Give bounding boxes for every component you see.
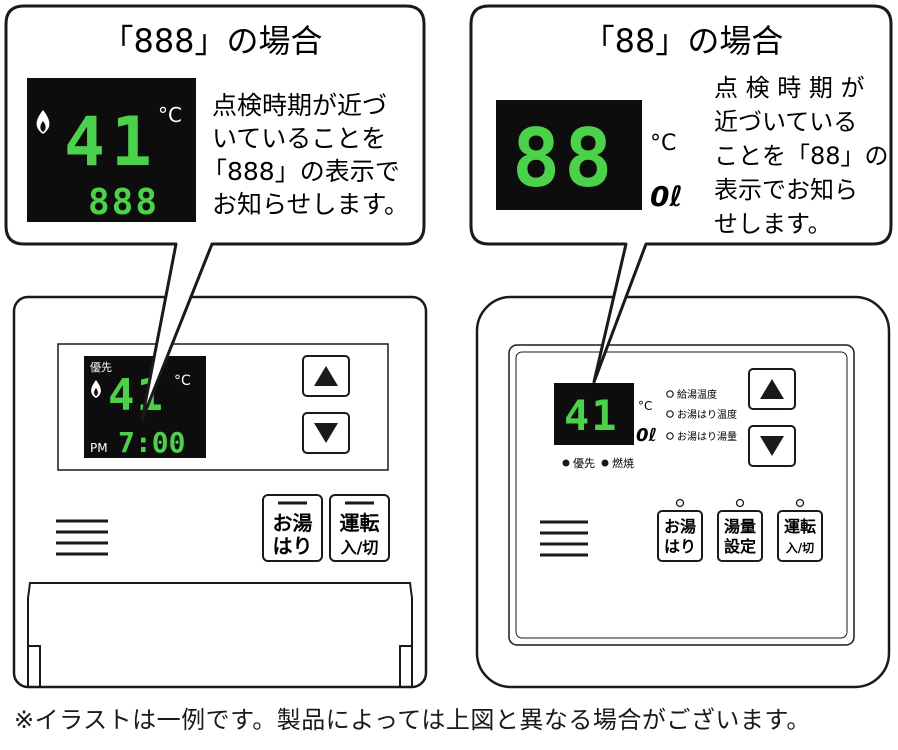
left-callout-line-1: 点検時期が近づ [212,91,387,120]
right-volume-label-1: 湯量 [724,517,756,536]
status-dot [601,459,609,467]
right-remote: 41 °C 0ℓ 給湯温度 お湯はり温度 お湯はり湯量 優先 燃焼 [475,295,891,689]
right-callout-lcd [496,100,642,210]
right-volume-label-2: 設定 [724,537,756,556]
left-callout-flame-icon [36,110,50,134]
right-callout-line-5: せします。 [714,210,832,238]
status-priority: 優先 [573,457,595,470]
right-ofuro-label-1: お湯 [664,517,696,536]
right-callout-line-2: 近づいている [714,108,857,136]
left-remote-cover [27,582,413,687]
left-down-button[interactable] [302,412,350,454]
status-dot [562,459,570,467]
left-callout-line-2: いていることを [212,124,386,153]
indicator-lamp [666,432,674,440]
right-remote-unit: °C [638,399,652,413]
right-remote-liter: 0ℓ [636,425,657,446]
up-arrow-icon [760,379,784,399]
right-up-button[interactable] [748,368,796,410]
left-remote-priority-label: 優先 [90,361,112,374]
left-remote-unit: °C [174,373,191,389]
left-ofuro-label-1: お湯 [273,511,313,535]
right-remote-temp: 41 [564,391,619,440]
left-power-label-1: 運転 [340,511,380,535]
status-burning: 燃焼 [612,456,634,470]
left-remote-flame-icon [91,380,101,398]
right-power-label-2: 入/切 [786,541,814,555]
right-volume-button[interactable]: 湯量 設定 [717,498,763,562]
right-power-label-1: 運転 [784,517,816,536]
right-power-button[interactable]: 運転 入/切 [777,498,823,562]
left-ofuro-button[interactable]: お湯 はり [262,494,323,562]
up-arrow-icon [314,366,338,386]
left-callout-lcd [27,78,196,222]
indicator-lamp [666,390,674,398]
indicator-supply-temp: 給湯温度 [677,388,717,401]
left-speaker-grille-icon [56,519,108,556]
left-callout: 「888」の場合 41 °C 888 点検時期が近づ いていることを 「888」… [4,4,426,422]
right-ofuro-button[interactable]: お湯 はり [657,498,703,562]
left-callout-line-4: お知らせします。 [212,190,409,219]
indicator-fill-volume: お湯はり湯量 [677,430,737,443]
left-callout-temp: 41 [64,103,158,182]
right-speaker-grille-icon [540,520,588,557]
right-callout-temp: 88 [512,112,616,205]
left-remote-ampm: PM [90,441,108,455]
left-power-label-2: 入/切 [341,538,379,557]
left-callout-title: 「888」の場合 [101,22,322,60]
left-up-button[interactable] [302,355,350,397]
right-ofuro-label-2: はり [664,537,696,556]
right-callout-line-4: 表示でお知ら [714,176,858,204]
left-ofuro-label-2: はり [273,534,313,558]
right-callout-liter: 0ℓ [650,180,683,213]
left-remote-clock: 7:00 [118,426,185,459]
indicator-lamp [666,410,674,418]
left-callout-line-3: 「888」の表示で [202,157,400,186]
right-callout-title: 「88」の場合 [583,22,784,60]
indicator-fill-temp: お湯はり温度 [677,408,737,421]
button-lamp [735,498,745,508]
left-remote: 優先 41 °C PM 7:00 お湯 はり 運転 [12,295,428,689]
down-arrow-icon [314,423,338,443]
right-remote-lcd [554,383,634,445]
right-callout-unit: °C [650,131,676,156]
right-callout: 「88」の場合 88 °C 0ℓ 点 検 時 期 が 近づいている ことを「88… [469,4,893,384]
right-remote-panel-inner [515,351,848,639]
button-lamp [675,498,685,508]
button-lamp [795,498,805,508]
right-callout-line-3: ことを「88」の [714,142,889,170]
left-callout-code: 888 [88,182,159,223]
down-arrow-icon [760,436,784,456]
footnote: ※イラストは一例です。製品によっては上図と異なる場合がございます。 [14,706,811,734]
right-down-button[interactable] [748,425,796,467]
right-callout-line-1: 点 検 時 期 が [714,74,865,102]
left-power-button[interactable]: 運転 入/切 [329,494,390,562]
left-callout-unit: °C [158,103,182,127]
